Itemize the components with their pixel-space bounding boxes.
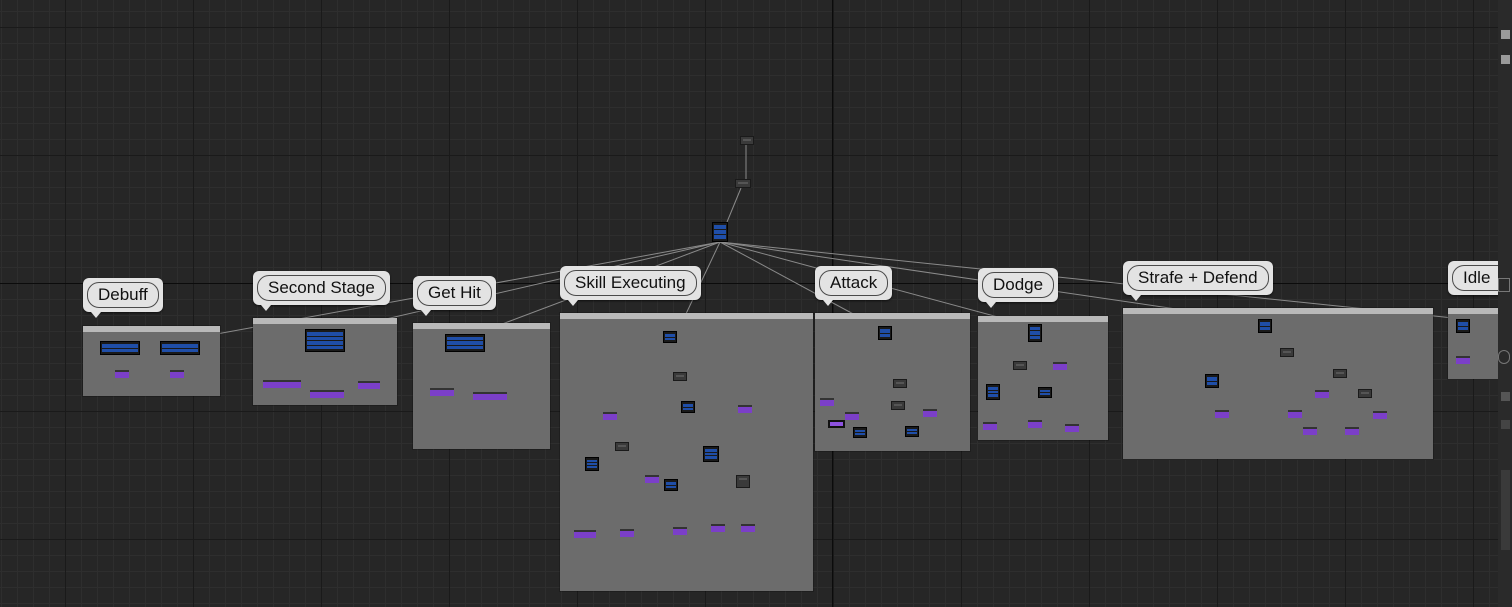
composite-node-icon[interactable]	[878, 326, 892, 340]
composite-node-icon[interactable]	[445, 334, 485, 352]
task-node-icon[interactable]	[263, 380, 301, 388]
task-node-icon[interactable]	[1303, 427, 1317, 435]
comment-box-debuff[interactable]	[83, 326, 220, 396]
composite-node-icon[interactable]	[1456, 319, 1470, 333]
composite-node-icon[interactable]	[1205, 374, 1219, 388]
decorator-node-icon[interactable]	[1013, 361, 1027, 370]
task-node-icon[interactable]	[1028, 420, 1042, 428]
root-connector-node[interactable]	[735, 179, 751, 188]
decorator-node-icon[interactable]	[673, 372, 687, 381]
decorator-node-icon[interactable]	[891, 401, 905, 410]
composite-node-icon[interactable]	[905, 426, 919, 437]
decorator-node-icon[interactable]	[893, 379, 907, 388]
task-node-icon[interactable]	[820, 398, 834, 406]
task-node-icon[interactable]	[473, 392, 507, 400]
comment-label-text: Debuff	[87, 282, 159, 308]
comment-box-dodge[interactable]	[978, 316, 1108, 440]
task-node-icon[interactable]	[358, 381, 380, 389]
task-node-icon[interactable]	[738, 405, 752, 413]
comment-label-attack[interactable]: Attack	[815, 266, 893, 306]
task-node-icon[interactable]	[170, 370, 184, 378]
comment-label-text: Dodge	[982, 272, 1055, 298]
decorator-node-icon[interactable]	[1280, 348, 1294, 357]
composite-node-icon[interactable]	[1028, 324, 1042, 342]
composite-node-icon[interactable]	[664, 479, 678, 491]
selected-task-node-icon[interactable]	[828, 420, 845, 428]
task-node-icon[interactable]	[645, 475, 659, 483]
comment-label-get-hit[interactable]: Get Hit	[413, 276, 496, 316]
composite-node-icon[interactable]	[986, 384, 1000, 400]
panel-collapse-icon[interactable]	[1501, 55, 1510, 64]
task-node-icon[interactable]	[845, 412, 859, 420]
comment-box-strafe-defend[interactable]	[1123, 308, 1433, 459]
task-node-icon[interactable]	[1215, 410, 1229, 418]
task-node-icon[interactable]	[1053, 362, 1067, 370]
top-selector-node[interactable]	[712, 222, 728, 242]
composite-node-icon[interactable]	[703, 446, 719, 462]
task-node-icon[interactable]	[574, 530, 596, 538]
root-node-icon[interactable]	[740, 136, 754, 145]
composite-node-icon[interactable]	[585, 457, 599, 471]
comment-label-text: Skill Executing	[564, 270, 697, 296]
right-panel-edge	[1498, 0, 1512, 607]
composite-node-icon[interactable]	[1258, 319, 1272, 333]
panel-scroll-thumb[interactable]	[1501, 470, 1510, 550]
composite-node-icon[interactable]	[160, 341, 200, 355]
comment-label-idle[interactable]: Idle	[1448, 261, 1502, 295]
decorator-node-icon[interactable]	[736, 475, 750, 488]
comment-label-strafe-defend[interactable]: Strafe + Defend	[1123, 261, 1273, 301]
task-node-icon[interactable]	[1315, 390, 1329, 398]
task-node-icon[interactable]	[603, 412, 617, 420]
comment-box-skill-executing[interactable]	[560, 313, 813, 591]
canvas-origin-horizontal-line	[0, 283, 1512, 284]
task-node-icon[interactable]	[1065, 424, 1079, 432]
task-node-icon[interactable]	[983, 422, 997, 430]
panel-toggle-icon[interactable]	[1501, 30, 1510, 39]
composite-node-icon[interactable]	[1038, 387, 1052, 398]
panel-scroll-up-icon[interactable]	[1501, 392, 1510, 401]
comment-label-text: Second Stage	[257, 275, 386, 301]
comment-label-second-stage[interactable]: Second Stage	[253, 271, 390, 311]
task-node-icon[interactable]	[1345, 427, 1359, 435]
comment-label-debuff[interactable]: Debuff	[83, 278, 163, 318]
task-node-icon[interactable]	[310, 390, 344, 398]
composite-node-icon[interactable]	[681, 401, 695, 413]
comment-box-get-hit[interactable]	[413, 323, 550, 449]
comment-label-skill-executing[interactable]: Skill Executing	[560, 266, 701, 306]
composite-node-icon[interactable]	[100, 341, 140, 355]
details-panel-icon[interactable]	[1498, 278, 1510, 292]
composite-node-icon[interactable]	[663, 331, 677, 343]
composite-node-icon[interactable]	[853, 427, 867, 438]
comment-box-attack[interactable]	[815, 313, 970, 451]
comment-label-text: Strafe + Defend	[1127, 265, 1269, 291]
task-node-icon[interactable]	[430, 388, 454, 396]
comment-label-text: Attack	[819, 270, 889, 296]
decorator-node-icon[interactable]	[1333, 369, 1347, 378]
decorator-node-icon[interactable]	[615, 442, 629, 451]
comment-label-text: Idle	[1452, 265, 1498, 291]
task-node-icon[interactable]	[741, 524, 755, 532]
task-node-icon[interactable]	[673, 527, 687, 535]
task-node-icon[interactable]	[1288, 410, 1302, 418]
comment-label-dodge[interactable]: Dodge	[978, 268, 1059, 308]
composite-node-icon[interactable]	[305, 329, 345, 352]
task-node-icon[interactable]	[1373, 411, 1387, 419]
panel-chevron-down-icon[interactable]	[1501, 420, 1510, 429]
decorator-node-icon[interactable]	[1358, 389, 1372, 398]
task-node-icon[interactable]	[711, 524, 725, 532]
task-node-icon[interactable]	[620, 529, 634, 537]
task-node-icon[interactable]	[923, 409, 937, 417]
comment-label-text: Get Hit	[417, 280, 492, 306]
task-node-icon[interactable]	[115, 370, 129, 378]
task-node-icon[interactable]	[1456, 356, 1470, 364]
options-icon[interactable]	[1498, 350, 1510, 364]
